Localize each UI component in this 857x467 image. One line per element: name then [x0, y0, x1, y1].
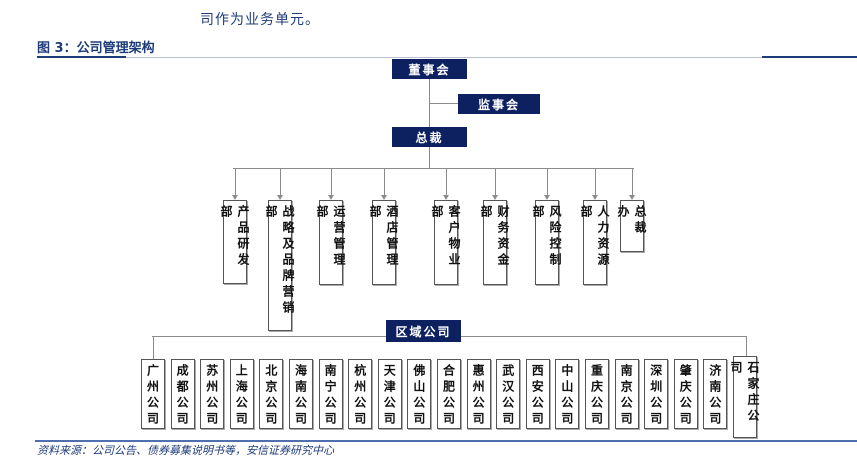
- dept-connector: [495, 168, 496, 195]
- regional-company-box: 惠州公司: [466, 359, 491, 429]
- regional-company-box: 广州公司: [141, 359, 165, 429]
- arrow-down-icon: [277, 195, 283, 200]
- regional-company-box: 天津公司: [377, 359, 402, 429]
- dept-connector: [632, 168, 633, 195]
- regional-company-box: 海南公司: [289, 359, 313, 429]
- regional-company-box: 北京公司: [259, 359, 284, 429]
- board-box: 董事会: [392, 59, 467, 79]
- regional-company-box: 上海公司: [229, 359, 254, 429]
- department-box: 人力资源部: [579, 200, 610, 285]
- arrow-down-icon: [492, 195, 498, 200]
- department-box: 运营管理部: [315, 200, 346, 285]
- arrow-down-icon: [381, 195, 387, 200]
- figure-title: 图 3：公司管理架构: [37, 41, 155, 56]
- department-box: 客户物业部: [430, 200, 461, 285]
- footer-rule: [35, 440, 857, 442]
- regional-header-box: 区域公司: [386, 320, 461, 342]
- regional-company-box: 佛山公司: [407, 359, 432, 429]
- title-rule: [37, 57, 857, 58]
- arrow-down-icon: [443, 195, 449, 200]
- president-box: 总裁: [392, 127, 467, 147]
- dept-connector: [446, 168, 447, 195]
- regional-company-box: 石家庄公司: [729, 356, 760, 438]
- regional-company-box: 南宁公司: [318, 359, 343, 429]
- regional-company-box: 南京公司: [614, 359, 639, 429]
- region-connector: [746, 336, 747, 356]
- dept-bus-line: [233, 168, 634, 169]
- title-rule-accent-left: [37, 56, 126, 58]
- department-box: 产品研发部: [219, 200, 250, 284]
- arrow-down-icon: [544, 195, 550, 200]
- dept-connector: [235, 168, 236, 195]
- title-rule-accent-right: [762, 56, 857, 58]
- connector-supervisory: [429, 103, 458, 104]
- regional-company-box: 武汉公司: [496, 359, 521, 429]
- department-box: 总裁办: [616, 200, 647, 252]
- regional-company-box: 济南公司: [703, 359, 728, 429]
- regional-company-box: 肇庆公司: [673, 359, 698, 429]
- dept-connector: [384, 168, 385, 195]
- arrow-down-icon: [592, 195, 598, 200]
- regional-company-box: 重庆公司: [585, 359, 609, 429]
- intro-text: 司作为业务单元。: [200, 12, 320, 28]
- department-box: 财务资金部: [479, 200, 510, 285]
- department-box: 酒店管理部: [368, 200, 399, 285]
- region-connector: [153, 336, 154, 359]
- arrow-down-icon: [629, 195, 635, 200]
- regional-company-box: 中山公司: [555, 359, 580, 429]
- arrow-down-icon: [328, 195, 334, 200]
- source-note: 资料来源：公司公告、债券募集说明书等，安信证券研究中心: [37, 444, 334, 457]
- dept-connector: [595, 168, 596, 195]
- dept-connector: [331, 168, 332, 195]
- regional-company-box: 杭州公司: [348, 359, 373, 429]
- dept-connector: [547, 168, 548, 195]
- department-box: 战略及品牌营销部: [264, 200, 295, 331]
- connector-president-depts: [429, 147, 430, 168]
- regional-company-box: 苏州公司: [200, 359, 225, 429]
- regional-company-box: 西安公司: [525, 359, 550, 429]
- supervisory-board-box: 监事会: [458, 94, 540, 114]
- regional-company-box: 成都公司: [170, 359, 195, 429]
- dept-connector: [280, 168, 281, 195]
- regional-company-box: 合肥公司: [437, 359, 461, 429]
- regional-company-box: 深圳公司: [644, 359, 669, 429]
- department-box: 风险控制部: [531, 200, 562, 285]
- arrow-down-icon: [232, 195, 238, 200]
